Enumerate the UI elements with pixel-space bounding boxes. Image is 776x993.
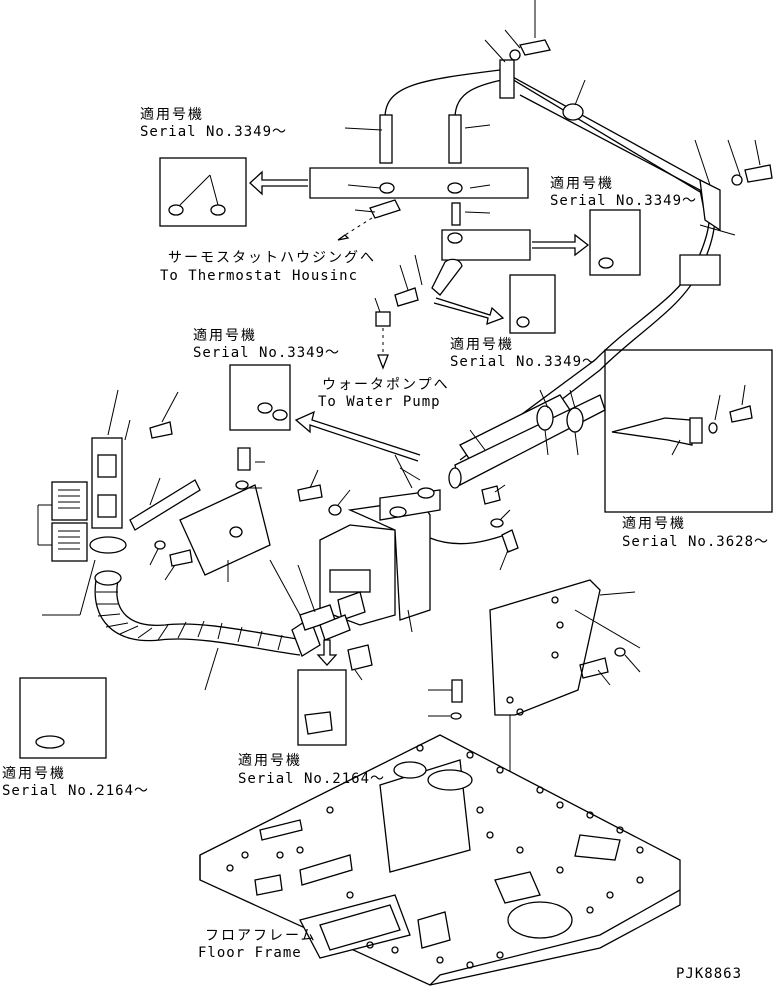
connector-group: [249, 167, 590, 462]
callout-clamp-right: [598, 257, 614, 269]
heater-cover-parts: [129, 391, 271, 582]
callout-box-serial-3349-right: [589, 209, 641, 276]
serial-label-3349-lower: Serial No.3349～: [193, 345, 341, 361]
thermostat-housing-label-en: To Thermostat Housinc: [160, 268, 359, 284]
serial-label-2164-left: Serial No.2164～: [2, 783, 150, 799]
callout-bracket-3628: [611, 384, 753, 456]
callout-clamps-lower: [257, 402, 288, 421]
applicable-label-3349-lower: 適用号機: [193, 328, 257, 344]
serial-label-3349-left: Serial No.3349～: [140, 124, 288, 140]
floor-frame-label-en: Floor Frame: [198, 945, 302, 961]
callout-box-serial-3628: [604, 349, 773, 513]
callout-box-serial-2164-left: [19, 677, 107, 759]
applicable-label-3349-right: 適用号機: [550, 176, 614, 192]
callout-hose-clamp: [35, 735, 65, 749]
serial-label-3349-mid: Serial No.3349～: [450, 354, 598, 370]
callout-box-serial-3349-lower: [229, 364, 291, 431]
mounting-bracket: [428, 579, 641, 830]
water-pump-label-jp: ウォータポンプへ: [322, 377, 450, 393]
applicable-label-3349-mid: 適用号機: [450, 337, 514, 353]
applicable-label-2164-left: 適用号機: [2, 766, 66, 782]
callout-seal: [304, 711, 333, 735]
callout-box-serial-2164-mid: [297, 669, 347, 746]
floor-frame-label-jp: フロアフレーム: [205, 928, 317, 944]
upper-heater-pipes: [344, 0, 773, 489]
water-pump-label-en: To Water Pump: [318, 394, 441, 410]
callout-box-serial-3349-mid: [509, 274, 556, 334]
applicable-label-3349-left: 適用号機: [140, 107, 204, 123]
serial-label-3349-right: Serial No.3349～: [550, 193, 698, 209]
heater-core-unit: [269, 454, 519, 681]
thermostat-housing-label-jp: サーモスタットハウジングへ: [168, 250, 376, 266]
air-vents: [37, 389, 131, 562]
diagram-code: PJK8863: [676, 966, 743, 982]
callout-box-serial-3349-left: [159, 157, 247, 227]
applicable-label-3628: 適用号機: [622, 516, 686, 532]
applicable-label-2164-mid: 適用号機: [238, 753, 302, 769]
floor-frame: [199, 734, 681, 986]
callout-clamp-mid: [516, 316, 530, 328]
callout-clamps-left: [168, 174, 226, 216]
serial-label-3628: Serial No.3628～: [622, 534, 770, 550]
serial-label-2164-mid: Serial No.2164～: [238, 771, 386, 787]
